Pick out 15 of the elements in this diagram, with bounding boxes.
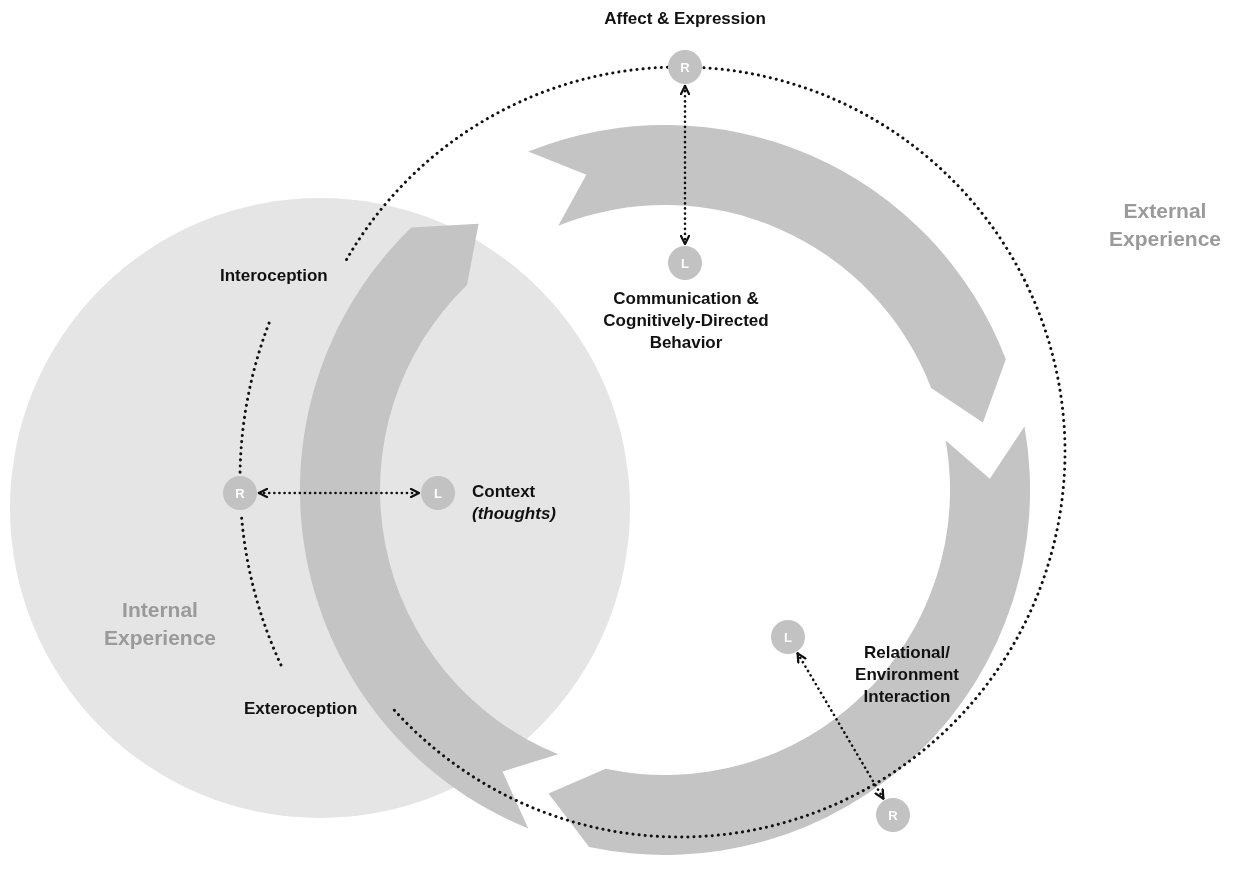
node-caption: Relational/ Environment Interaction [854, 642, 960, 708]
node-caption: Affect & Expression [603, 8, 767, 30]
region-label: Internal Experience [102, 597, 218, 651]
circle-marker: R [223, 476, 257, 510]
circle-marker: L [771, 620, 805, 654]
double-arrow [257, 487, 421, 499]
arc-label: Interoception [220, 265, 328, 287]
double-arrow [796, 652, 885, 800]
arc-label: Exteroception [244, 698, 358, 720]
region-label: External Experience [1107, 198, 1223, 252]
circle-marker: R [668, 50, 702, 84]
double-arrow [679, 84, 691, 246]
node-caption: Communication & Cognitively-Directed Behavior [602, 288, 770, 354]
circle-marker: L [668, 246, 702, 280]
node-caption: Context (thoughts) [472, 481, 558, 525]
